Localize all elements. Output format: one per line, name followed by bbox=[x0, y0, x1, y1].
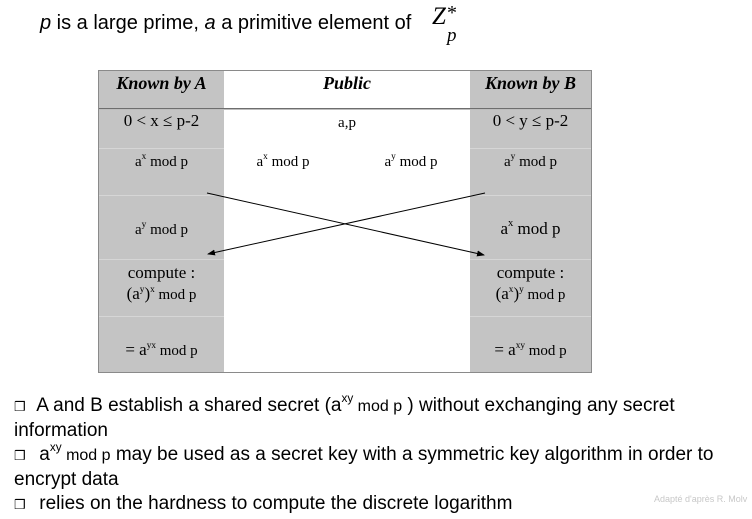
a-computes-ax: ax mod p bbox=[99, 151, 224, 171]
prefix: = a bbox=[125, 340, 147, 359]
exponent: yx bbox=[146, 340, 156, 351]
mod: mod p bbox=[156, 343, 198, 359]
intro-a: a bbox=[204, 12, 216, 34]
exponent: xy bbox=[341, 391, 354, 405]
intro-p: p bbox=[40, 12, 52, 34]
bullet-item: ❒ relies on the hardness to compute the … bbox=[14, 492, 744, 517]
exponent: x bbox=[508, 217, 514, 229]
intro-text1: is a large prime, bbox=[51, 12, 205, 34]
range-x: 0 < x ≤ p-2 bbox=[123, 111, 200, 130]
base: a bbox=[504, 154, 511, 170]
row-divider-b4 bbox=[470, 316, 591, 317]
bullet-text: ) without exchanging any secret informat… bbox=[14, 395, 675, 441]
mod: mod p bbox=[146, 222, 188, 238]
public-ay: ay mod p bbox=[352, 151, 470, 171]
exponent: xy bbox=[49, 440, 62, 454]
bullet-marker-icon: ❒ bbox=[14, 399, 26, 414]
attribution-credit: Adapté d'après R. Molv bbox=[654, 494, 748, 504]
row-divider-b2 bbox=[470, 195, 591, 196]
mod: mod p bbox=[523, 287, 566, 303]
base: a bbox=[135, 222, 142, 238]
exponent: x bbox=[141, 151, 147, 162]
close: ) bbox=[513, 284, 520, 303]
mod: mod p bbox=[353, 398, 403, 415]
column-a-background bbox=[99, 71, 224, 372]
group-symbol-subscript: p bbox=[447, 25, 457, 46]
bullet-text: relies on the hardness to compute the di… bbox=[34, 493, 513, 514]
bullet-text: may be used as a secret key with a symme… bbox=[14, 444, 714, 490]
exponent: y bbox=[141, 219, 147, 230]
exponent: y bbox=[391, 151, 396, 162]
intro-text2: a primitive element of bbox=[215, 12, 412, 34]
mod: mod p bbox=[515, 154, 557, 170]
outer-exponent: y bbox=[519, 284, 524, 295]
row-divider-a2 bbox=[99, 195, 224, 196]
header-known-by-a: Known by A bbox=[116, 73, 207, 93]
open: (a bbox=[495, 284, 509, 303]
a-compute-label: compute : bbox=[127, 263, 196, 282]
a-receives-ay: ay mod p bbox=[99, 219, 224, 239]
a-compute-formula: (ay)x mod p bbox=[99, 285, 224, 304]
row-divider-a1 bbox=[99, 148, 224, 149]
row-divider-a3 bbox=[99, 259, 224, 260]
mod: mod p bbox=[267, 154, 310, 170]
exponent: y bbox=[510, 151, 516, 162]
mod: mod p bbox=[513, 219, 561, 238]
header-public: Public bbox=[323, 73, 371, 93]
intro-statement: p is a large prime, a a primitive elemen… bbox=[40, 12, 411, 35]
a-shared-secret: = ayx mod p bbox=[99, 341, 224, 360]
row-divider-b3 bbox=[470, 259, 591, 260]
mod: mod p bbox=[61, 447, 111, 464]
mod: mod p bbox=[395, 154, 438, 170]
row-divider-a4 bbox=[99, 316, 224, 317]
public-ax: ax mod p bbox=[224, 151, 342, 171]
bullet-item: ❒ A and B establish a shared secret (axy… bbox=[14, 391, 744, 443]
outer-exponent: x bbox=[150, 284, 155, 295]
exponent: xy bbox=[515, 340, 525, 351]
b-receives-ax: ax mod p bbox=[470, 217, 591, 238]
arrow-b-to-a bbox=[207, 192, 486, 256]
header-known-by-b: Known by B bbox=[484, 73, 577, 93]
base: a bbox=[135, 154, 142, 170]
mod: mod p bbox=[525, 343, 567, 359]
base: a bbox=[500, 219, 509, 238]
bullet-marker-icon: ❒ bbox=[14, 448, 26, 463]
group-symbol-z: Z bbox=[432, 3, 446, 30]
range-y: 0 < y ≤ p-2 bbox=[492, 111, 569, 130]
b-computes-ay: ay mod p bbox=[470, 151, 591, 171]
base: a bbox=[256, 154, 264, 170]
row-divider-b1 bbox=[470, 148, 591, 149]
bullet-item: ❒ axy mod p may be used as a secret key … bbox=[14, 440, 744, 492]
column-b-background bbox=[470, 71, 591, 372]
b-shared-secret: = axy mod p bbox=[470, 341, 591, 360]
bullet-text: A and B establish a shared secret (a bbox=[32, 395, 342, 416]
exponent: x bbox=[263, 151, 268, 162]
inner-exponent: y bbox=[139, 284, 145, 295]
b-compute-formula: (ax)y mod p bbox=[470, 285, 591, 304]
close: ) bbox=[144, 284, 151, 303]
header-divider bbox=[99, 108, 591, 109]
header-divider-shadow bbox=[99, 109, 591, 110]
bullet-list: ❒ A and B establish a shared secret (axy… bbox=[14, 391, 744, 517]
inner-exponent: x bbox=[508, 284, 514, 295]
base: a bbox=[384, 154, 392, 170]
bullet-text: a bbox=[34, 444, 50, 465]
mod: mod p bbox=[146, 154, 188, 170]
exchange-table bbox=[98, 70, 592, 373]
public-params: a,p bbox=[338, 115, 356, 131]
b-compute-label: compute : bbox=[496, 263, 565, 282]
bullet-marker-icon: ❒ bbox=[14, 497, 26, 512]
prefix: = a bbox=[494, 340, 516, 359]
open: (a bbox=[126, 284, 140, 303]
mod: mod p bbox=[154, 287, 197, 303]
group-symbol-star: * bbox=[447, 2, 457, 24]
